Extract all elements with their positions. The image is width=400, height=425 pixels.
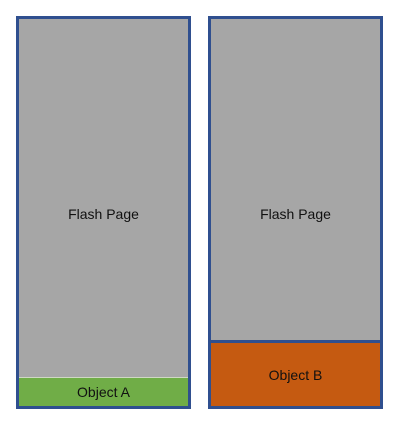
flash-page-label: Flash Page bbox=[68, 206, 139, 222]
object-b-label: Object B bbox=[268, 366, 323, 383]
flash-page-label: Flash Page bbox=[260, 206, 331, 222]
object-a-label: Object A bbox=[77, 384, 130, 400]
flash-page-right: Flash Page Object B bbox=[208, 16, 383, 409]
object-a-block: Object A bbox=[19, 377, 188, 406]
flash-page-left: Flash Page Object A bbox=[16, 16, 191, 409]
object-b-block: Object B bbox=[211, 340, 380, 406]
